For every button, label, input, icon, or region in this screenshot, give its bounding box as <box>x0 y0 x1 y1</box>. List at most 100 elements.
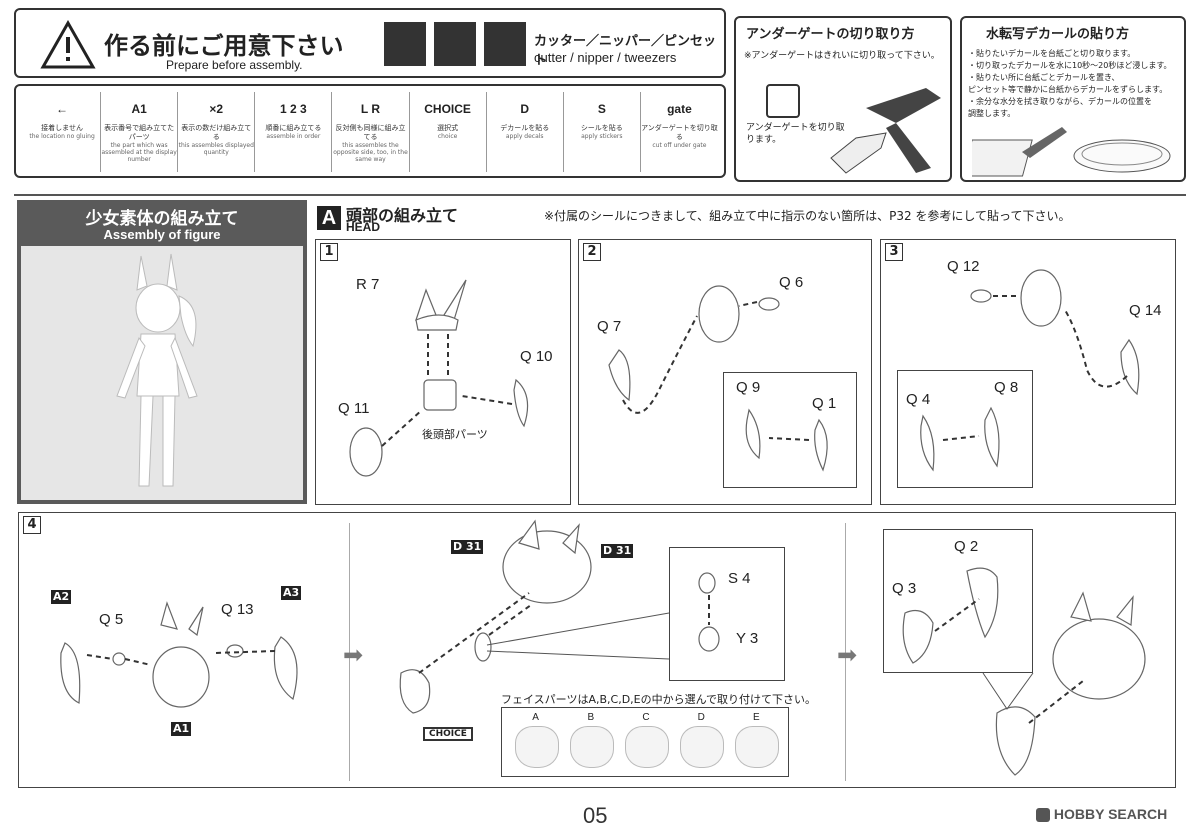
face-part-image <box>514 726 559 768</box>
section-separator <box>349 523 350 781</box>
face-option: D <box>674 712 729 774</box>
face-option-label: A <box>532 712 539 723</box>
legend-label-en: this assembles the opposite side, too, i… <box>333 142 408 163</box>
legend-symbol: ← <box>56 102 69 116</box>
legend-label-en: this assembles displayed quantity <box>178 142 254 156</box>
part-label: Q 2 <box>954 538 979 555</box>
legend-symbol: CHOICE <box>424 102 471 116</box>
legend-label-en: apply stickers <box>581 133 623 140</box>
legend-label-jp: 選択式 <box>437 124 459 132</box>
decal-tag-text: D 31 <box>601 544 634 558</box>
part-tag: A1 <box>171 717 192 736</box>
prepare-box: 作る前にご用意下さい Prepare before assembly. カッター… <box>14 8 726 78</box>
part-label: Q 10 <box>520 348 553 365</box>
figure-title-jp: 少女素体の組み立て <box>85 209 239 229</box>
face-choice-box: A B C D E <box>501 707 789 777</box>
part-label: Q 7 <box>597 318 622 335</box>
part-tag-text: A2 <box>51 590 72 604</box>
section-divider <box>14 194 1186 196</box>
face-part-image <box>680 726 725 768</box>
head-title-en: HEAD <box>346 220 381 234</box>
part-label: Q 11 <box>338 400 370 417</box>
cutter-icon <box>384 22 426 66</box>
part-label: Q 14 <box>1129 302 1162 319</box>
legend-label-jp: シールを貼る <box>580 124 623 132</box>
brand-text: HOBBY SEARCH <box>1053 806 1168 822</box>
choice-icon: CHOICE <box>423 727 473 741</box>
head-note: ※付属のシールにつきまして、組み立て中に指示のない箇所は、P32 を参考にして貼… <box>544 209 1071 223</box>
legend-label-en: apply decals <box>505 133 544 140</box>
brand-logo: HOBBY SEARCH <box>1036 806 1168 823</box>
arrow-next-icon: ➡ <box>837 641 858 669</box>
face-option: B <box>563 712 618 774</box>
legend-label-en: cut off under gate <box>652 142 707 149</box>
prepare-subtitle: Prepare before assembly. <box>166 58 303 72</box>
part-label: Q 12 <box>947 258 980 275</box>
step-2-detail: Q 9 Q 1 <box>723 372 857 488</box>
part-label: Q 1 <box>812 395 837 412</box>
part-label: Q 9 <box>736 379 761 396</box>
face-choice-note: フェイスパーツはA,B,C,D,Eの中から選んで取り付けて下さい。 <box>501 693 817 706</box>
figure-image-area <box>21 246 303 500</box>
part-tag: A3 <box>281 581 302 600</box>
part-label: Q 4 <box>906 391 931 408</box>
decal-step-text: 調整します。 <box>968 109 1016 118</box>
decal-title: 水転写デカールの貼り方 <box>986 27 1130 42</box>
part-label: S 4 <box>728 570 751 587</box>
face-part-image <box>735 726 780 768</box>
part-label: Q 8 <box>994 379 1019 396</box>
tweezers-icon <box>484 22 526 66</box>
decal-tag: D 31 <box>451 535 484 554</box>
nipper-icon <box>434 22 476 66</box>
part-label: Q 13 <box>221 601 254 618</box>
step-4-panel: 4 A2 Q 5 Q 13 A3 A1 ➡ D 31 D 31 S 4 Y 3 … <box>18 512 1176 788</box>
legend-label-en: assemble in order <box>266 133 321 140</box>
decal-step-text: ・余分な水分を拭き取りながら、デカールの位置を <box>968 97 1152 106</box>
decal-step-text: ・貼りたい所に台紙ごとデカールを置き、 <box>968 73 1120 82</box>
face-option-label: C <box>642 712 650 723</box>
step-number: 2 <box>583 243 601 261</box>
step-number: 3 <box>885 243 903 261</box>
part-label: Q 3 <box>892 580 917 597</box>
figure-panel: 少女素体の組み立て Assembly of figure <box>17 200 307 504</box>
part-label: Q 6 <box>779 274 804 291</box>
face-option-label: D <box>697 712 705 723</box>
undergate-box: アンダーゲートの切り取り方 ※アンダーゲートはきれいに切り取って下さい。 アンダ… <box>734 16 952 182</box>
face-option-label: E <box>753 712 760 723</box>
decal-box: 水転写デカールの貼り方 ・貼りたいデカールを台紙ごと切り取ります。・切り取ったデ… <box>960 16 1186 182</box>
face-part-image <box>624 726 669 768</box>
section-separator <box>845 523 846 781</box>
part-label: Q 5 <box>99 611 124 628</box>
step-3-illustration <box>920 269 1140 472</box>
undergate-illustration <box>830 88 941 174</box>
step-1-illustration <box>349 279 529 477</box>
decal-step-text: ピンセット等で静かに台紙からデカールをずらします。 <box>968 85 1168 94</box>
part-tag: A2 <box>51 585 72 604</box>
part-tag-text: A1 <box>171 722 192 736</box>
decal-illustration <box>972 127 1171 177</box>
step-number: 1 <box>320 243 338 261</box>
legend-label-jp: 反対側も同様に組み立てる <box>335 124 406 141</box>
prepare-title: 作る前にご用意下さい <box>104 32 344 60</box>
part-label: R 7 <box>356 276 380 293</box>
step-2-illustration <box>608 285 828 472</box>
decal-tag: D 31 <box>601 539 634 558</box>
legend-label-jp: 順番に組み立てる <box>265 124 322 132</box>
part-tag-text: A3 <box>281 586 302 600</box>
step-1-panel: 1 R 7 Q 10 Q 11 後頭部パーツ <box>315 239 571 505</box>
tools-label-jp: カッター／ニッパー／ピンセット <box>534 34 717 68</box>
legend-symbol: L R <box>360 102 381 116</box>
face-part-image <box>569 726 614 768</box>
face-option: A <box>508 712 563 774</box>
legend-label-en: the part which was assembled at the disp… <box>101 142 177 163</box>
warning-icon <box>40 20 96 69</box>
face-option: C <box>618 712 673 774</box>
